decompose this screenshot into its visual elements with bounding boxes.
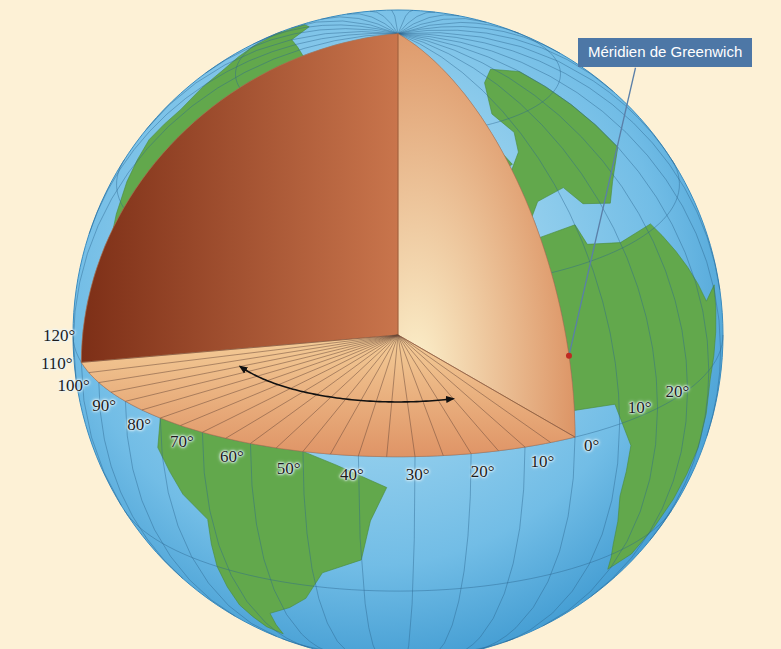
angle-tick xyxy=(125,335,398,401)
angle-tick xyxy=(303,335,398,451)
degree-label: 70° xyxy=(170,433,194,452)
angle-tick xyxy=(250,335,398,443)
degree-label: 30° xyxy=(406,466,430,485)
callout-box: Méridien de Greenwich xyxy=(578,38,752,67)
degree-label: 120° xyxy=(43,327,75,346)
degree-label: 20° xyxy=(471,463,495,482)
angle-tick xyxy=(398,335,415,457)
degree-label: 0° xyxy=(584,437,599,456)
angle-tick xyxy=(398,335,471,454)
degree-label: 80° xyxy=(127,416,151,435)
angle-tick xyxy=(398,335,525,447)
angle-tick xyxy=(202,335,398,432)
globe-ocean xyxy=(73,10,723,649)
callout-text: Méridien de Greenwich xyxy=(588,43,742,62)
degree-label: 60° xyxy=(220,448,244,467)
degree-label: 50° xyxy=(277,460,301,479)
leader-line xyxy=(569,68,635,354)
angle-tick xyxy=(111,335,398,392)
angle-tick xyxy=(398,335,551,442)
angle-tick xyxy=(398,335,498,451)
degree-label: 110° xyxy=(41,355,73,374)
angle-tick xyxy=(330,335,398,454)
angle-tick xyxy=(89,335,398,373)
angle-tick xyxy=(160,335,398,418)
angle-tick xyxy=(358,335,398,456)
angle-tick xyxy=(387,335,398,457)
angle-tick xyxy=(398,335,443,456)
degree-label: 10° xyxy=(628,399,652,418)
left-face xyxy=(81,34,398,363)
degree-label: 20° xyxy=(666,383,690,402)
angle-tick xyxy=(99,335,398,383)
degree-label: 90° xyxy=(92,397,116,416)
angle-tick xyxy=(226,335,398,438)
angle-tick xyxy=(181,335,398,425)
degree-label: 40° xyxy=(340,466,364,485)
angle-arrow xyxy=(240,366,453,402)
degree-label: 100° xyxy=(58,377,90,396)
degree-label: 10° xyxy=(530,453,554,472)
angle-tick xyxy=(398,335,575,437)
equatorial-face xyxy=(81,335,575,457)
meridian-dot xyxy=(566,353,572,359)
graticule xyxy=(73,10,723,649)
earth-axis xyxy=(398,34,399,335)
